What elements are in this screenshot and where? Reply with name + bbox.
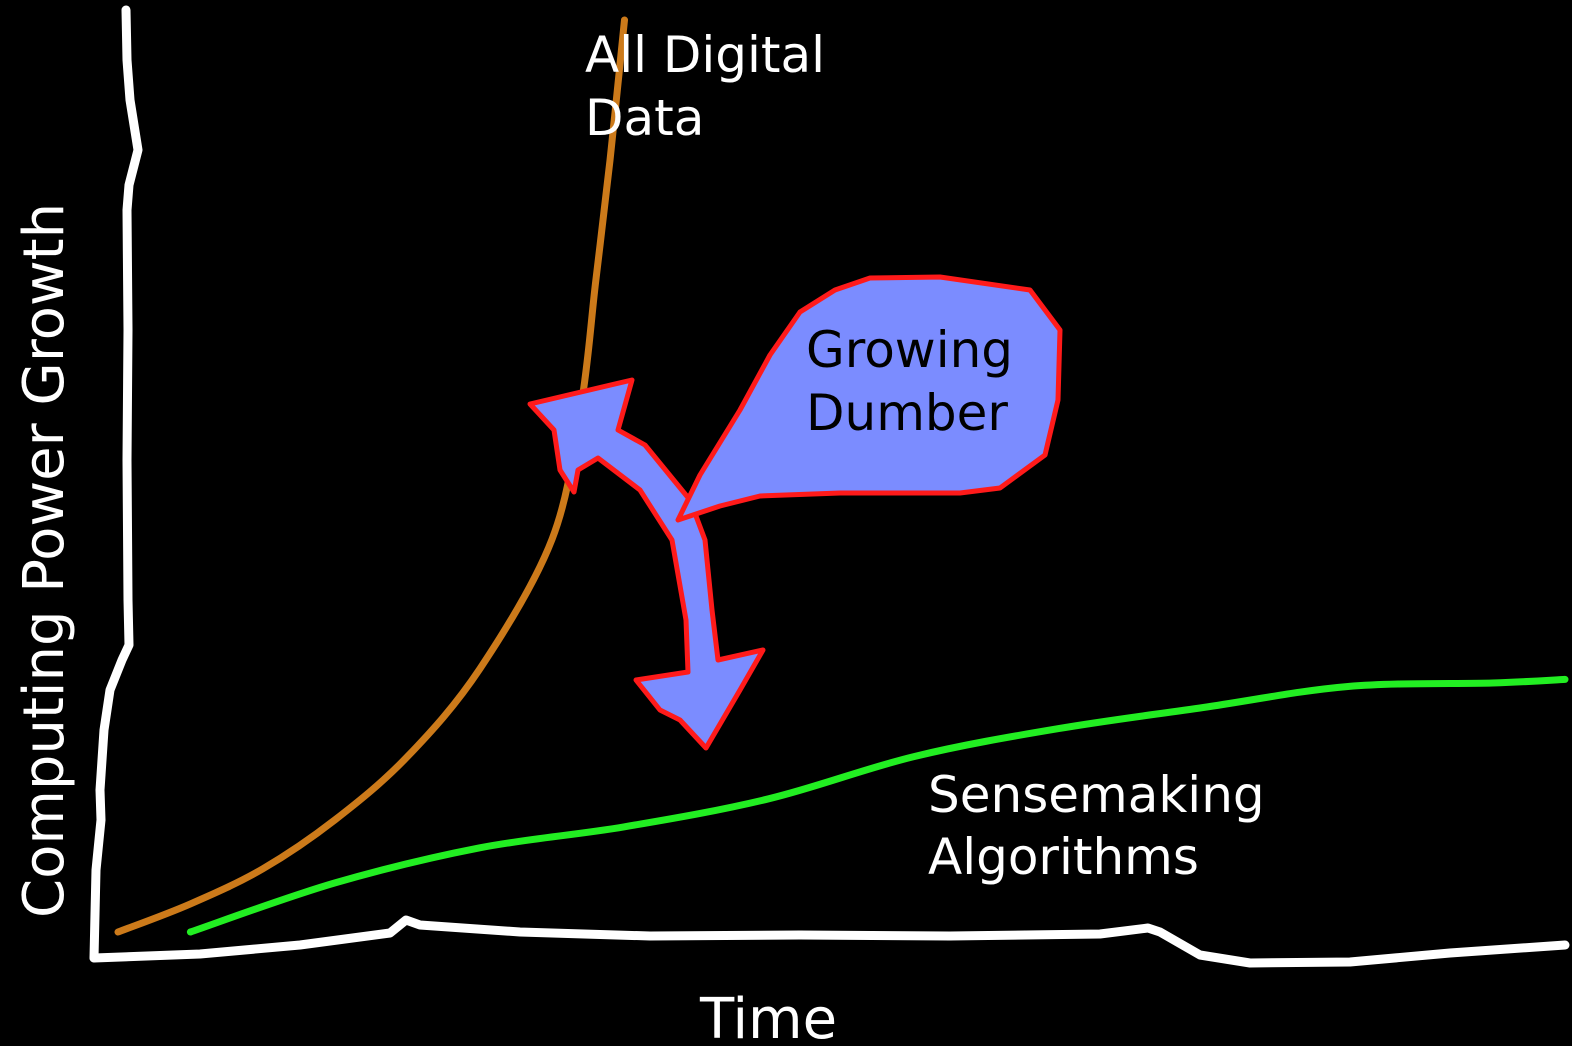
- series-line-sensemaking-algorithms: [186, 675, 1569, 936]
- y-axis-title: Computing Power Growth: [12, 203, 77, 918]
- series-label-all-digital-data-line2: Data: [585, 89, 704, 147]
- y-axis-line: [89, 5, 143, 963]
- x-axis-line: [89, 915, 1570, 968]
- series-label-all-digital-data: All Digital: [585, 26, 825, 84]
- x-axis-title: Time: [699, 987, 837, 1046]
- series-label-sensemaking: Sensemaking: [928, 766, 1265, 824]
- series-label-algorithms: Algorithms: [928, 828, 1199, 886]
- callout-bubble: [675, 274, 1063, 523]
- callout-text-line1: Growing: [806, 321, 1013, 379]
- callout-text-line2: Dumber: [806, 384, 1008, 442]
- gap-double-arrow: [527, 377, 766, 751]
- series-line-all-digital-data: [114, 16, 628, 936]
